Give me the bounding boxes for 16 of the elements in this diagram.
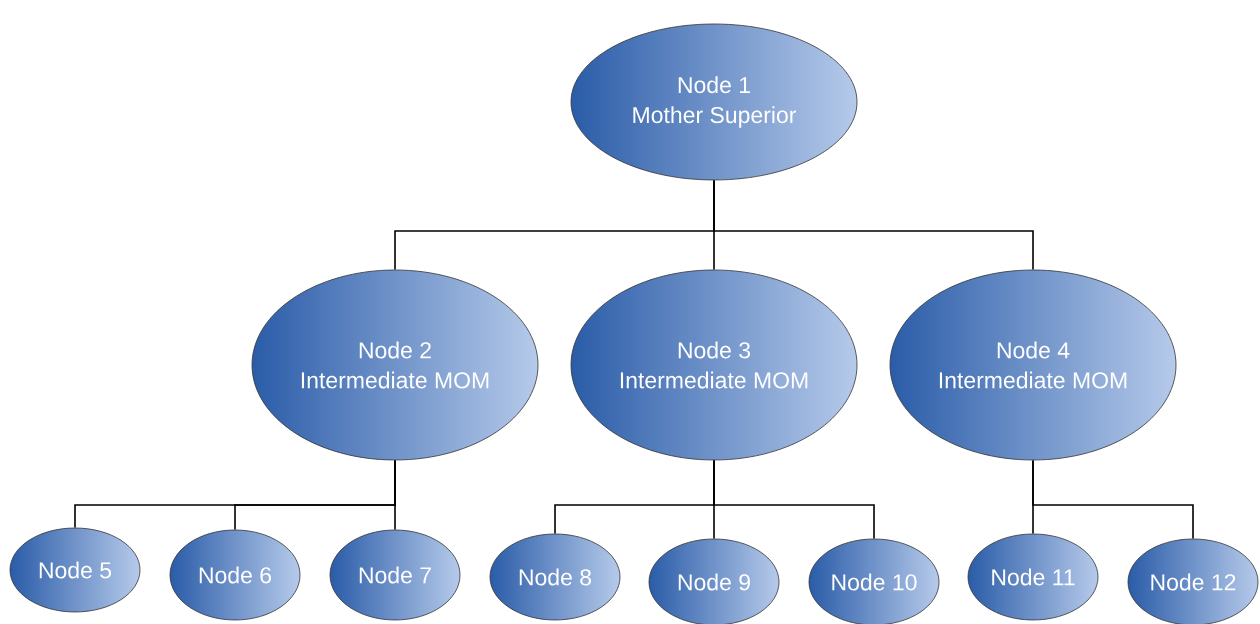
ellipse-node: Node 3 Intermediate MOM — [570, 269, 858, 461]
ellipse-node: Node 1 Mother Superior — [570, 23, 858, 181]
ellipse-node: Node 5 — [9, 527, 141, 613]
connector-line — [713, 179, 1034, 271]
connector-line — [1032, 459, 1194, 540]
ellipse-node: Node 6 — [169, 529, 301, 621]
ellipse-node: Node 10 — [808, 538, 940, 624]
ellipse-node: Node 7 — [329, 529, 461, 621]
ellipse-node: Node 11 — [967, 533, 1099, 621]
ellipse-node: Node 9 — [648, 538, 780, 624]
ellipse-node: Node 8 — [489, 533, 621, 621]
ellipse-node: Node 12 — [1127, 538, 1259, 624]
connector-line — [394, 459, 396, 531]
connector-line — [713, 459, 875, 540]
ellipse-node: Node 2 Intermediate MOM — [251, 269, 539, 461]
ellipse-node: Node 4 Intermediate MOM — [889, 269, 1177, 461]
